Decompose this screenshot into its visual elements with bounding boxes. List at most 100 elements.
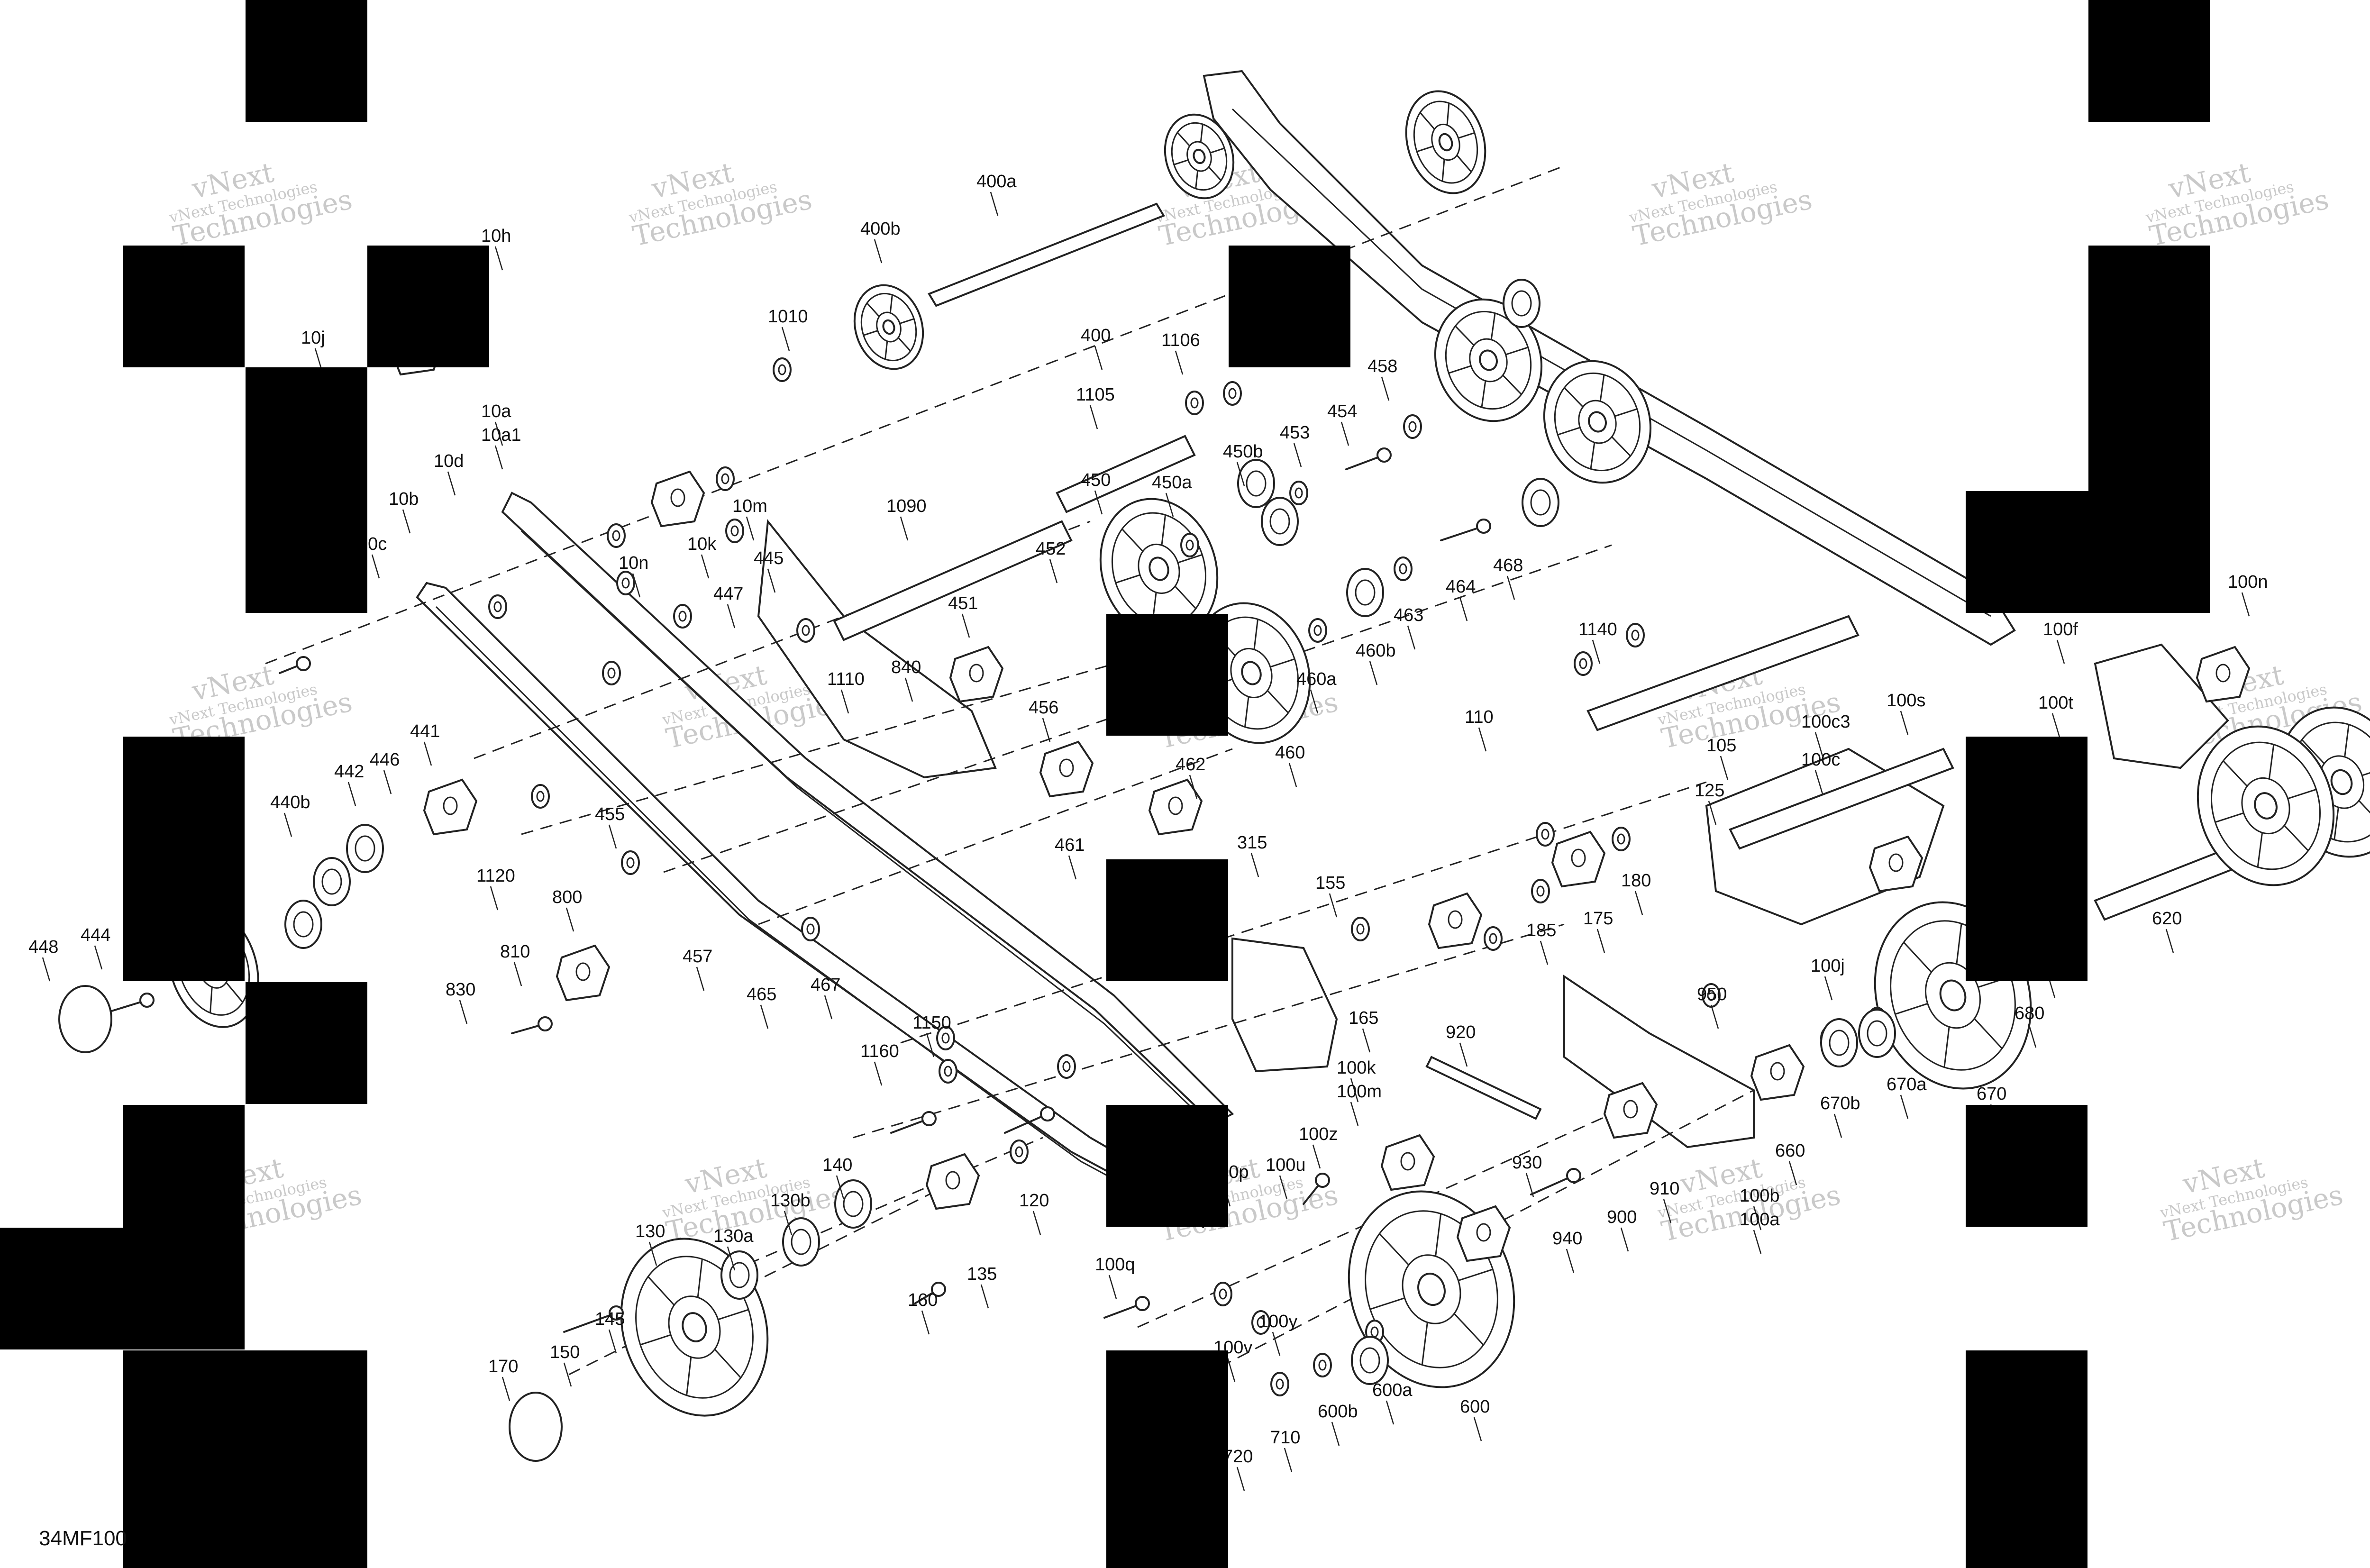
leader-line: [1350, 1102, 1359, 1126]
leader-line: [1312, 1144, 1321, 1169]
callout-label: 451: [948, 593, 978, 613]
leader-line: [1459, 597, 1468, 621]
callout-label: 450a: [1152, 473, 1192, 492]
callout-label: 840: [891, 657, 921, 677]
shaft-1090: [833, 520, 1073, 641]
leader-line: [874, 239, 883, 264]
hardware: [58, 279, 2251, 1462]
leader-line: [1708, 801, 1717, 825]
callout-label: 100s: [1887, 691, 1925, 711]
callout-label: 10a: [481, 401, 511, 421]
leader-line: [501, 1377, 510, 1401]
callout-label: 460b: [1356, 641, 1396, 661]
bolt: [890, 1111, 937, 1134]
callout-label: 441: [410, 721, 440, 741]
washer: [621, 850, 640, 875]
callout-labels: 400a400b400101010h10j10a10a110d10b10c10m…: [28, 172, 2268, 1491]
washer: [1394, 556, 1413, 581]
leader-line: [767, 568, 776, 593]
leader-line: [2028, 1023, 2037, 1048]
leader-line: [1236, 1467, 1245, 1491]
callout-label: 453: [1280, 423, 1310, 443]
bracket-block: [423, 778, 478, 836]
leader-line: [1473, 1417, 1482, 1441]
leader-line: [1663, 1199, 1672, 1223]
callout-label: 450b: [1223, 442, 1263, 462]
callout-label: 10h: [481, 226, 511, 246]
callout-label: 100j: [1811, 956, 1845, 976]
bracket-block: [1428, 892, 1483, 949]
leader-line: [494, 246, 503, 271]
wheel: [2197, 725, 2335, 886]
bracket-block: [925, 1153, 980, 1210]
callout-label: 165: [1349, 1008, 1378, 1028]
leader-line: [1094, 346, 1103, 370]
bracket-block: [1039, 740, 1094, 798]
callout-label: 452: [1036, 539, 1066, 559]
leader-line: [1506, 575, 1515, 600]
leader-line: [1634, 891, 1643, 915]
callout-label: 454: [1327, 401, 1357, 421]
callout-label: 100m: [1337, 1082, 1382, 1102]
callout-label: 400b: [860, 219, 901, 239]
wheel: [1405, 90, 1486, 194]
leader-line: [2056, 639, 2065, 664]
leader-line: [2165, 929, 2174, 953]
leader-line: [1279, 1175, 1288, 1200]
leader-line: [990, 191, 999, 216]
leader-line: [494, 445, 503, 470]
callout-label: 462: [1176, 755, 1205, 775]
leader-line: [1032, 1211, 1041, 1235]
washer: [1251, 1310, 1270, 1335]
callout-label: 447: [713, 584, 743, 604]
shaft-1140: [1586, 615, 1860, 731]
callout-label: 670a: [1887, 1075, 1927, 1094]
end-cap: [58, 985, 112, 1053]
callout-label: 130b: [770, 1191, 811, 1211]
leader-line: [1753, 1206, 1762, 1231]
callout-label: 830: [446, 980, 475, 1000]
washer: [1574, 651, 1593, 676]
bolt: [1440, 519, 1491, 541]
washer: [936, 1026, 955, 1050]
leader-line: [2051, 713, 2060, 738]
leader-line: [1094, 490, 1103, 515]
callout-label: 680: [2014, 1003, 2044, 1023]
bearing: [346, 824, 384, 873]
bracket-block: [949, 646, 1004, 703]
leader-line: [980, 1284, 989, 1309]
callout-label: 130a: [713, 1226, 754, 1246]
callout-label: 444: [81, 925, 110, 945]
leader-line: [447, 471, 456, 496]
leader-line: [1720, 756, 1729, 780]
callout-label: 440b: [270, 793, 310, 812]
leader-line: [1566, 1249, 1575, 1273]
callout-label: 445: [754, 548, 784, 568]
right-bracket: [2094, 643, 2229, 769]
leader-line: [1165, 492, 1174, 517]
callout-label: 940: [1552, 1229, 1582, 1249]
callout-label: 100n: [2228, 572, 2268, 592]
callout-label: 442: [334, 762, 364, 782]
washer: [773, 357, 792, 382]
leader-line: [1272, 1331, 1281, 1356]
washer: [1308, 618, 1327, 643]
end-cap: [509, 1392, 563, 1462]
leader-line: [1478, 727, 1487, 752]
callout-label: 100a: [1740, 1210, 1780, 1230]
washer: [1626, 623, 1645, 647]
callout-label: 140: [822, 1155, 852, 1175]
leader-line: [42, 957, 51, 982]
bracket-block: [1869, 835, 1923, 893]
callout-label: 800: [552, 887, 582, 907]
upper-rail: [1203, 70, 2016, 646]
leader-line: [1788, 1161, 1797, 1185]
callout-label: 100k: [1337, 1058, 1376, 1078]
washer: [1531, 879, 1550, 903]
leader-line: [1753, 1230, 1762, 1254]
callout-label: 1105: [1076, 385, 1115, 405]
leader-line: [1068, 855, 1077, 880]
redaction-masks: [0, 0, 2210, 1568]
washer: [1313, 1353, 1332, 1377]
